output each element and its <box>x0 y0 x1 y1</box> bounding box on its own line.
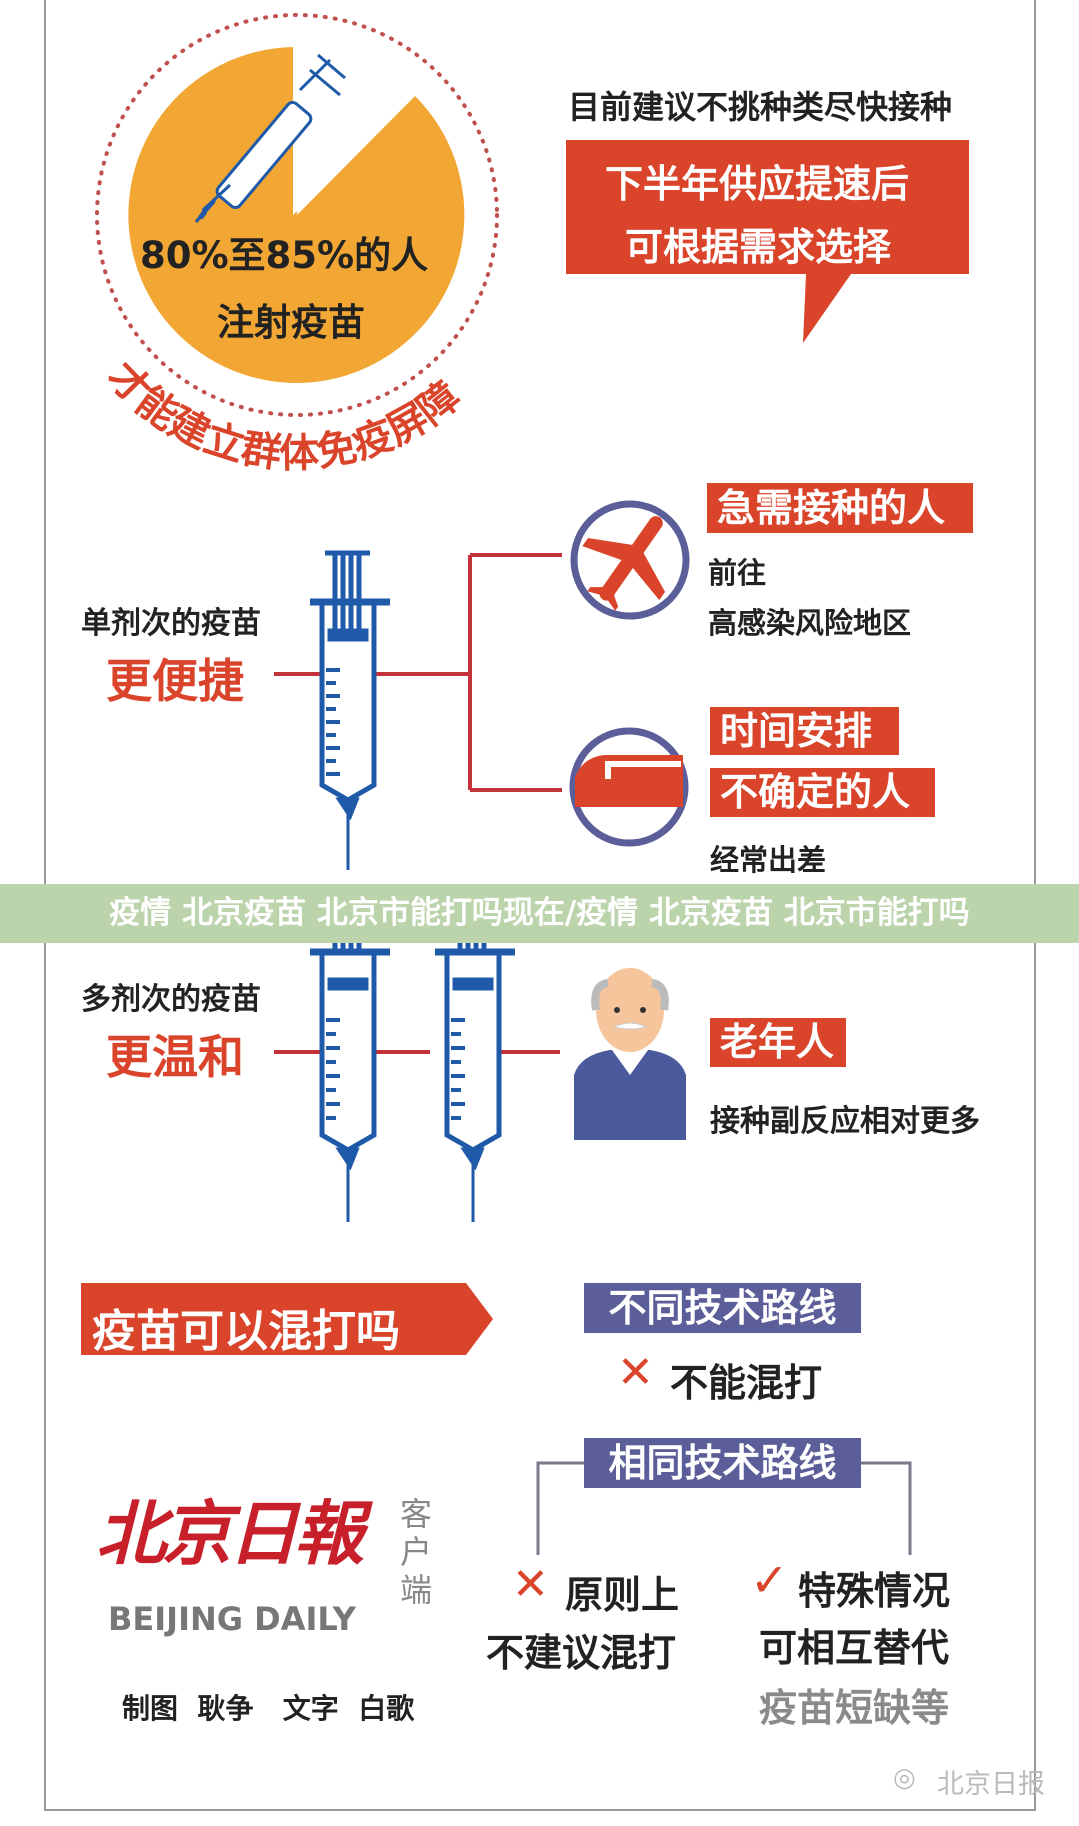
airplane-icon <box>570 500 690 620</box>
credits: 制图 耿争 文字 白歌 <box>122 1692 415 1725</box>
single-dose-highlight: 更便捷 <box>106 654 244 708</box>
watermark: 北京日报 <box>937 1769 1045 1800</box>
title-banner: 疫情 北京疫苗 北京市能打吗现在/疫情 北京疫苗 北京市能打吗 <box>0 884 1079 943</box>
single-dose-label: 单剂次的疫苗 <box>81 606 261 641</box>
bracket-lines <box>536 1461 912 1555</box>
multi-dose-label: 多剂次的疫苗 <box>81 982 261 1017</box>
question-arrow-banner <box>81 1283 493 1355</box>
schedule-tag: 时间安排 <box>710 707 899 755</box>
pie-shape <box>128 47 465 383</box>
circle-line1: 80%至85%的人 <box>140 234 429 277</box>
circle-line2: 注射疫苗 <box>217 301 365 344</box>
train-icon <box>569 727 689 847</box>
special-line2: 可相互替代 <box>759 1626 950 1670</box>
logo-client-label: 客户端 <box>400 1495 433 1609</box>
uncertain-tag: 不确定的人 <box>710 768 935 817</box>
syringe-icon <box>310 550 390 870</box>
elderly-line: 接种副反应相对更多 <box>710 1104 980 1139</box>
group1-line2: 高感染风险地区 <box>708 606 912 640</box>
speech-bubble <box>566 140 969 343</box>
special-line3: 疫苗短缺等 <box>759 1686 950 1730</box>
urgent-tag: 急需接种的人 <box>707 483 973 533</box>
multi-dose-diagram <box>274 930 560 1222</box>
bubble-line1: 下半年供应提速后 <box>605 162 910 206</box>
beijing-daily-logo: 北京日報 <box>96 1492 364 1575</box>
group2-line: 经常出差 <box>710 843 827 877</box>
cross-icon: ✕ <box>617 1347 654 1398</box>
connector-lines <box>274 553 562 792</box>
syringe-icon <box>435 930 515 1222</box>
elderly-man-icon <box>574 968 686 1140</box>
special-line1: 特殊情况 <box>798 1569 951 1613</box>
mix-question: 疫苗可以混打吗 <box>92 1306 400 1357</box>
syringe-icon <box>310 930 390 1222</box>
different-route-result: 不能混打 <box>670 1361 823 1405</box>
advice-heading: 目前建议不挑种类尽快接种 <box>568 88 953 126</box>
principle-line1: 原则上 <box>565 1573 680 1617</box>
multi-dose-highlight: 更温和 <box>106 1030 244 1084</box>
cross-icon: ✕ <box>512 1559 549 1610</box>
bubble-line2: 可根据需求选择 <box>625 225 892 269</box>
same-route-tag: 相同技术路线 <box>584 1438 861 1488</box>
dotted-ring <box>95 13 499 417</box>
syringe-icon <box>194 53 346 223</box>
single-dose-diagram <box>274 550 562 870</box>
logo-english: BEIJING DAILY <box>108 1600 356 1638</box>
frame-bottom-line <box>44 1809 1036 1811</box>
different-route-tag: 不同技术路线 <box>584 1283 861 1333</box>
wechat-icon: ◎ <box>893 1763 916 1793</box>
principle-line2: 不建议混打 <box>486 1631 677 1675</box>
immunity-circle-graphic: 才能建立群体免疫屏障 <box>95 13 499 477</box>
elderly-tag: 老年人 <box>710 1018 846 1067</box>
group1-line1: 前往 <box>708 556 767 590</box>
check-icon: ✓ <box>750 1553 789 1607</box>
